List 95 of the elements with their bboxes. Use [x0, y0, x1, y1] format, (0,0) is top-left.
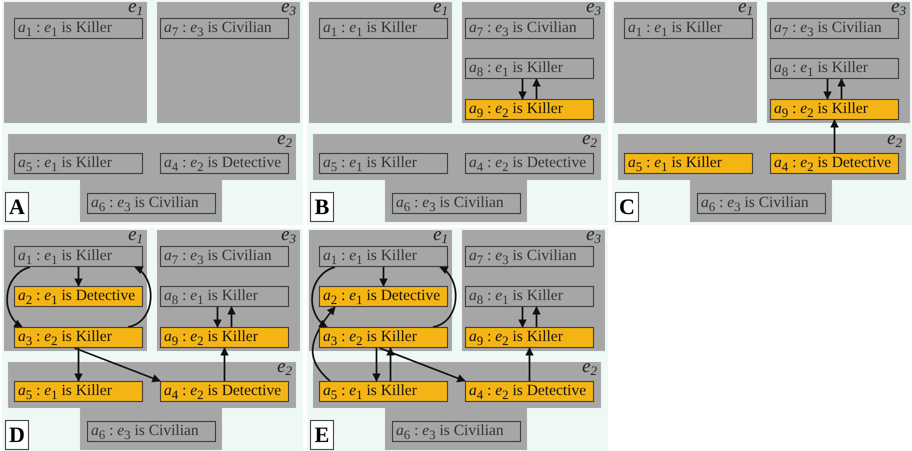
argument-box: a$_{2}$ : e$_{1}$ is Detective [14, 286, 143, 307]
arrow [220, 347, 229, 381]
panel-background [307, 228, 608, 451]
argument-box: a$_{7}$ : e$_{3}$ is Civilian [465, 18, 594, 39]
argument-box: a$_{5}$ : e$_{1}$ is Killer [14, 153, 143, 174]
arrow [6, 266, 30, 328]
arrow [518, 307, 527, 328]
argument-box: a$_{4}$ : e$_{2}$ is Detective [465, 381, 594, 402]
panel-letter: A [5, 192, 29, 222]
argument-box: a$_{1}$ : e$_{1}$ is Killer [14, 18, 143, 39]
region-area [309, 230, 452, 351]
argument-box: a$_{6}$ : e$_{3}$ is Civilian [87, 421, 216, 442]
region-label: e$_{2}$ [277, 357, 292, 377]
arrow [532, 78, 541, 99]
arrow [518, 79, 527, 100]
arrow [311, 266, 336, 328]
arrow [128, 266, 152, 328]
panel-letter: C [615, 192, 639, 222]
region-label: e$_{1}$ [738, 0, 753, 17]
arrow [830, 119, 839, 153]
argument-box: a$_{8}$ : e$_{1}$ is Killer [160, 286, 289, 307]
region-label: e$_{1}$ [128, 225, 143, 245]
panel-background [612, 0, 912, 225]
argument-box: a$_{5}$ : e$_{1}$ is Killer [319, 153, 448, 174]
argument-box: a$_{7}$ : e$_{3}$ is Civilian [160, 246, 289, 267]
arrow [312, 306, 336, 382]
region-label: e$_{3}$ [281, 0, 296, 17]
panel-background [2, 228, 303, 451]
argument-box: a$_{2}$ : e$_{1}$ is Detective [319, 286, 448, 307]
arrow [386, 347, 395, 381]
region-label: e$_{2}$ [582, 129, 597, 149]
region-label: e$_{3}$ [891, 0, 906, 17]
panel-letter: D [5, 420, 29, 450]
arrow [525, 347, 534, 381]
region-label: e$_{1}$ [433, 225, 448, 245]
region-area [4, 2, 147, 123]
arrow [379, 267, 388, 287]
arrow [532, 306, 541, 327]
region-area [157, 230, 300, 351]
argument-box: a$_{1}$ : e$_{1}$ is Killer [624, 18, 753, 39]
region-area [462, 230, 605, 351]
argument-box: a$_{9}$ : e$_{2}$ is Killer [465, 99, 594, 120]
argument-box: a$_{4}$ : e$_{2}$ is Detective [465, 153, 594, 174]
region-area [767, 2, 910, 123]
arrow [227, 306, 236, 327]
argument-box: a$_{8}$ : e$_{1}$ is Killer [465, 286, 594, 307]
region-area [309, 2, 452, 123]
argument-box: a$_{8}$ : e$_{1}$ is Killer [770, 58, 899, 79]
region-label: e$_{3}$ [586, 225, 601, 245]
argument-box: a$_{1}$ : e$_{1}$ is Killer [14, 246, 143, 267]
arrow [379, 347, 466, 382]
argument-box: a$_{6}$ : e$_{3}$ is Civilian [392, 421, 521, 442]
region-area [157, 2, 300, 123]
argument-box: a$_{9}$ : e$_{2}$ is Killer [770, 99, 899, 120]
region-label: e$_{1}$ [433, 0, 448, 17]
argument-box: a$_{9}$ : e$_{2}$ is Killer [465, 327, 594, 348]
argument-box: a$_{4}$ : e$_{2}$ is Detective [770, 153, 899, 174]
region-area [462, 2, 605, 123]
arrow [74, 267, 83, 287]
argument-box: a$_{5}$ : e$_{1}$ is Killer [624, 153, 753, 174]
argument-box: a$_{6}$ : e$_{3}$ is Civilian [697, 193, 826, 214]
argument-box: a$_{7}$ : e$_{3}$ is Civilian [465, 246, 594, 267]
region-label: e$_{1}$ [128, 0, 143, 17]
region-label: e$_{2}$ [887, 129, 902, 149]
argument-box: a$_{6}$ : e$_{3}$ is Civilian [87, 193, 216, 214]
argument-box: a$_{5}$ : e$_{1}$ is Killer [319, 381, 448, 402]
arrow [823, 79, 832, 100]
argument-box: a$_{4}$ : e$_{2}$ is Detective [160, 153, 289, 174]
argument-box: a$_{9}$ : e$_{2}$ is Killer [160, 327, 289, 348]
panel-background [307, 0, 608, 225]
panel-background [2, 0, 303, 225]
arrow [74, 348, 83, 382]
region-area [614, 2, 757, 123]
argument-box: a$_{7}$ : e$_{3}$ is Civilian [160, 18, 289, 39]
panel-letter: E [310, 420, 334, 450]
argument-box: a$_{8}$ : e$_{1}$ is Killer [465, 58, 594, 79]
region-label: e$_{3}$ [586, 0, 601, 17]
argument-box: a$_{4}$ : e$_{2}$ is Detective [160, 381, 289, 402]
arrow [372, 348, 381, 382]
argument-box: a$_{1}$ : e$_{1}$ is Killer [319, 246, 448, 267]
argument-box: a$_{6}$ : e$_{3}$ is Civilian [392, 193, 521, 214]
region-label: e$_{2}$ [582, 357, 597, 377]
region-label: e$_{2}$ [277, 129, 292, 149]
arrow [213, 307, 222, 328]
region-area [4, 230, 147, 351]
argument-box: a$_{3}$ : e$_{2}$ is Killer [319, 327, 448, 348]
arrow [432, 266, 456, 328]
argument-box: a$_{7}$ : e$_{3}$ is Civilian [770, 18, 899, 39]
argument-box: a$_{3}$ : e$_{2}$ is Killer [14, 327, 143, 348]
region-label: e$_{3}$ [281, 225, 296, 245]
panel-letter: B [310, 192, 334, 222]
argument-box: a$_{1}$ : e$_{1}$ is Killer [319, 18, 448, 39]
arrow [837, 78, 846, 99]
argument-box: a$_{5}$ : e$_{1}$ is Killer [14, 381, 143, 402]
arrow [74, 347, 161, 382]
